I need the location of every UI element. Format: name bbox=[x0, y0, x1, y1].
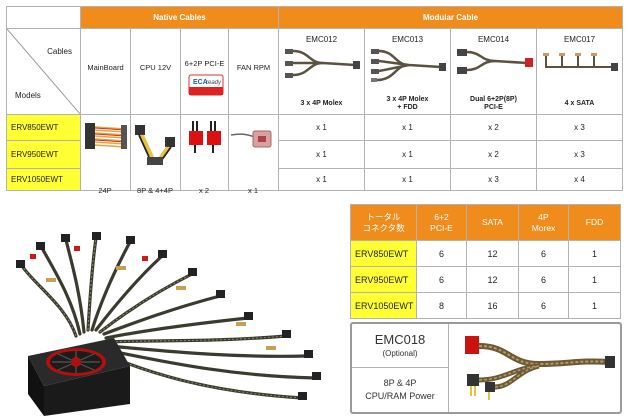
conn-cell: 1 bbox=[568, 292, 621, 319]
conn-head-sata: SATA bbox=[466, 204, 519, 241]
col-mainboard-label: MainBoard bbox=[87, 63, 124, 72]
emc018-desc-line2: CPU/RAM Power bbox=[365, 391, 435, 401]
native-cables-header: Native Cables bbox=[80, 6, 279, 29]
model-cell: ERV1050EWT bbox=[6, 168, 81, 191]
col-emc013: EMC013 3 x 4P Molex + FDD bbox=[364, 28, 451, 115]
emc013-code: EMC013 bbox=[391, 35, 424, 44]
diagonal-line bbox=[7, 29, 80, 114]
model-cell: ERV950EWT bbox=[6, 140, 81, 169]
atx-24p-connector-icon bbox=[85, 123, 127, 149]
conn-cell: 16 bbox=[466, 292, 519, 319]
corner-diagonal-cell: Cables Models bbox=[6, 28, 81, 115]
row1-emc012: x 1 bbox=[278, 114, 365, 141]
conn-cell: 12 bbox=[466, 240, 519, 267]
mainboard-24p-cell bbox=[80, 114, 131, 191]
row3-emc013: x 1 bbox=[364, 168, 451, 191]
col-pcie: 6+2P PCI-E ECA ready bbox=[180, 28, 229, 115]
svg-text:ready: ready bbox=[206, 80, 222, 86]
conn-head-pcie: 6+2 PCI-E bbox=[416, 204, 467, 241]
col-fanrpm-label: FAN RPM bbox=[236, 63, 271, 72]
emc018-box: EMC018 (Optional) 8P & 4P CPU/RAM Power bbox=[350, 322, 622, 414]
col-emc014: EMC014 Dual 6+2P(8P) PCI-E bbox=[450, 28, 537, 115]
emc013-cable-icon bbox=[371, 49, 446, 82]
col-fanrpm: FAN RPM bbox=[228, 28, 279, 115]
row2-emc013: x 1 bbox=[364, 140, 451, 169]
pcie-cell bbox=[180, 114, 229, 191]
conn-head-sata-text: SATA bbox=[482, 217, 503, 227]
col-emc017: EMC017 4 x SATA bbox=[536, 28, 623, 115]
conn-head-total-text: トータル コネクタ数 bbox=[362, 211, 405, 233]
conn-cell: 1 bbox=[568, 266, 621, 293]
psu-product-photo bbox=[16, 232, 321, 416]
conn-cell: 6 bbox=[416, 240, 467, 267]
emc017-code: EMC017 bbox=[563, 35, 596, 44]
conn-model-cell: ERV950EWT bbox=[350, 266, 417, 293]
emc018-optional: (Optional) bbox=[382, 349, 418, 358]
fan-connector-icon bbox=[230, 130, 272, 148]
conn-cell: 6 bbox=[518, 240, 569, 267]
col-cpu12v: CPU 12V bbox=[130, 28, 181, 115]
cables-label: Cables bbox=[47, 47, 72, 56]
conn-head-molex: 4P Morex bbox=[518, 204, 569, 241]
conn-model-cell: ERV1050EWT bbox=[350, 292, 417, 319]
col-mainboard: MainBoard bbox=[80, 28, 131, 115]
emc017-cable-icon bbox=[543, 53, 618, 71]
conn-cell: 6 bbox=[416, 266, 467, 293]
connector-totals-table: トータル コネクタ数 6+2 PCI-E SATA 4P Morex FDD E… bbox=[350, 204, 621, 319]
emc018-cable-icon bbox=[465, 336, 615, 400]
conn-head-pcie-text: 6+2 PCI-E bbox=[430, 211, 453, 233]
pcie-foot: x 2 bbox=[198, 186, 209, 195]
emc018-info: EMC018 (Optional) 8P & 4P CPU/RAM Power bbox=[352, 324, 448, 412]
conn-cell: 8 bbox=[416, 292, 467, 319]
corner-blank bbox=[6, 6, 81, 29]
row1-emc013: x 1 bbox=[364, 114, 451, 141]
row3-emc012: x 1 bbox=[278, 168, 365, 191]
cpu-12v-cell bbox=[130, 114, 181, 191]
emc012-code: EMC012 bbox=[305, 35, 338, 44]
col-emc012: EMC012 3 x 4P Molex bbox=[278, 28, 365, 115]
mainboard-foot: 24P bbox=[98, 186, 112, 195]
row3-emc014: x 3 bbox=[450, 168, 537, 191]
models-label: Models bbox=[15, 91, 41, 100]
emc014-desc: Dual 6+2P(8P) PCI-E bbox=[470, 96, 517, 111]
emc018-code: EMC018 bbox=[374, 332, 426, 347]
emc014-cable-icon bbox=[457, 49, 533, 74]
emc018-photo bbox=[448, 324, 622, 412]
cable-compat-table: Native Cables Modular Cable Cables Model… bbox=[6, 6, 623, 191]
row1-emc017: x 3 bbox=[536, 114, 623, 141]
fan-rpm-cell bbox=[228, 114, 279, 191]
emc018-title-block: EMC018 (Optional) bbox=[352, 324, 448, 368]
emc018-desc-line1: 8P & 4P bbox=[383, 378, 417, 388]
row2-emc014: x 2 bbox=[450, 140, 537, 169]
row3-emc017: x 4 bbox=[536, 168, 623, 191]
cpu-8p-connector-icon bbox=[135, 125, 175, 165]
conn-cell: 1 bbox=[568, 240, 621, 267]
modular-cable-header: Modular Cable bbox=[278, 6, 623, 29]
row2-emc012: x 1 bbox=[278, 140, 365, 169]
col-pcie-label: 6+2P PCI-E bbox=[184, 59, 225, 68]
col-cpu12v-label: CPU 12V bbox=[139, 63, 172, 72]
conn-head-total: トータル コネクタ数 bbox=[350, 204, 417, 241]
emc017-desc: 4 x SATA bbox=[564, 100, 595, 107]
emc014-code: EMC014 bbox=[477, 35, 510, 44]
conn-cell: 12 bbox=[466, 266, 519, 293]
fanrpm-foot: x 1 bbox=[247, 186, 258, 195]
conn-head-molex-text: 4P Morex bbox=[531, 211, 556, 233]
cpu12v-foot: 8P & 4+4P bbox=[137, 186, 173, 195]
svg-text:ECA: ECA bbox=[193, 79, 208, 86]
emc013-desc: 3 x 4P Molex + FDD bbox=[386, 96, 429, 111]
eca-ready-sticker-icon: ECA ready bbox=[188, 74, 224, 96]
conn-model-cell: ERV850EWT bbox=[350, 240, 417, 267]
conn-cell: 6 bbox=[518, 292, 569, 319]
conn-head-fdd-text: FDD bbox=[585, 217, 604, 227]
emc018-desc-block: 8P & 4P CPU/RAM Power bbox=[352, 369, 448, 412]
conn-cell: 6 bbox=[518, 266, 569, 293]
row1-emc014: x 2 bbox=[450, 114, 537, 141]
emc012-desc: 3 x 4P Molex bbox=[300, 100, 343, 107]
pcie-8p-connector-icon bbox=[189, 121, 221, 153]
row2-emc017: x 3 bbox=[536, 140, 623, 169]
model-cell: ERV850EWT bbox=[6, 114, 81, 141]
conn-head-fdd: FDD bbox=[568, 204, 621, 241]
emc012-cable-icon bbox=[285, 49, 360, 78]
